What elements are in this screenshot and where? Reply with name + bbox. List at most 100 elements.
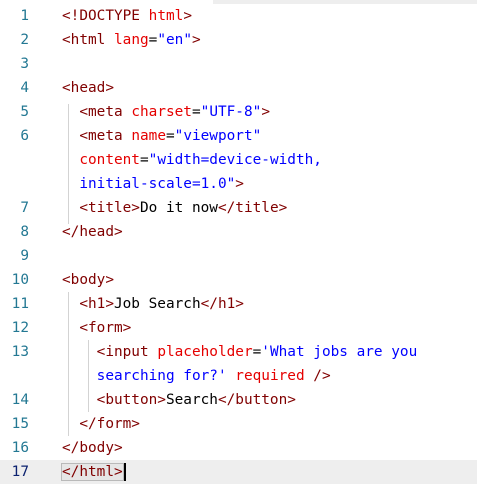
code-line[interactable]: initial-scale=1.0">: [0, 172, 477, 196]
code-token: DOCTYPE: [79, 8, 140, 24]
line-number: 5: [20, 104, 29, 120]
code-token: =: [252, 344, 262, 360]
code-token: initial-scale=1.0": [79, 176, 236, 192]
code-token: Search: [165, 392, 218, 408]
line-number: 6: [20, 128, 29, 144]
code-token: <meta: [79, 104, 123, 120]
code-text[interactable]: <meta charset="UTF-8">: [62, 100, 270, 124]
code-text[interactable]: <h1>Job Search</h1>: [62, 292, 244, 316]
code-token: >: [261, 104, 270, 120]
text-cursor: [123, 463, 126, 481]
code-token: lang: [114, 32, 149, 48]
code-text[interactable]: <html lang="en">: [62, 28, 201, 52]
code-line[interactable]: 6 <meta name="viewport": [0, 124, 477, 148]
code-line[interactable]: 9: [0, 244, 477, 268]
code-line[interactable]: 11 <h1>Job Search</h1>: [0, 292, 477, 316]
code-text[interactable]: </body>: [62, 436, 123, 460]
code-line[interactable]: 12 <form>: [0, 316, 477, 340]
line-number: 12: [11, 320, 29, 336]
code-token: </button>: [217, 392, 296, 408]
code-text[interactable]: <meta name="viewport": [62, 124, 261, 148]
code-line[interactable]: 10 <body>: [0, 268, 477, 292]
code-text[interactable]: searching for?' required />: [62, 364, 331, 388]
code-line[interactable]: 4<head>: [0, 76, 477, 100]
code-text[interactable]: <!DOCTYPE html>: [62, 4, 192, 28]
code-token: "UTF-8": [200, 104, 262, 120]
code-token: <!: [62, 8, 80, 24]
code-line[interactable]: searching for?' required />: [0, 364, 477, 388]
code-token: name: [131, 128, 166, 144]
code-line[interactable]: 14 <button>Search</button>: [0, 388, 477, 412]
code-token: </title>: [217, 200, 288, 216]
code-line[interactable]: 3: [0, 52, 477, 76]
code-token: [62, 104, 79, 120]
code-line[interactable]: 15 </form>: [0, 412, 477, 436]
code-line[interactable]: 13 <input placeholder='What jobs are you: [0, 340, 477, 364]
code-token: [62, 296, 79, 312]
indent-guide-body: [68, 292, 69, 436]
code-token: >: [235, 176, 244, 192]
code-token: =: [139, 152, 149, 168]
code-token: =: [165, 128, 175, 144]
code-line[interactable]: content="width=device-width,: [0, 148, 477, 172]
line-number: 7: [20, 200, 29, 216]
line-number: 2: [20, 32, 29, 48]
code-line[interactable]: 5 <meta charset="UTF-8">: [0, 100, 477, 124]
code-token: content: [79, 152, 140, 168]
code-line[interactable]: 17</html>: [0, 460, 477, 484]
code-token: <html: [62, 32, 106, 48]
code-text[interactable]: </head>: [62, 220, 123, 244]
code-token: Do it now: [139, 200, 218, 216]
line-number: 8: [20, 224, 29, 240]
line-number: 14: [11, 392, 29, 408]
line-number: 9: [20, 248, 29, 264]
code-token: html: [148, 8, 184, 24]
code-text[interactable]: <button>Search</button>: [62, 388, 296, 412]
code-token: "en": [157, 32, 192, 48]
code-text[interactable]: <form>: [62, 316, 131, 340]
code-line[interactable]: 2 <html lang="en">: [0, 28, 477, 52]
code-text[interactable]: <title>Do it now</title>: [62, 196, 287, 220]
code-line[interactable]: 1<!DOCTYPE html>: [0, 4, 477, 28]
code-token: />: [313, 368, 331, 384]
code-token: <button>: [96, 392, 166, 408]
code-text[interactable]: initial-scale=1.0">: [62, 172, 244, 196]
code-token: </form>: [79, 416, 140, 432]
code-token: searching for?': [96, 368, 227, 384]
code-line[interactable]: 7 <title>Do it now</title>: [0, 196, 477, 220]
code-text[interactable]: </html>: [61, 460, 126, 484]
code-text[interactable]: <body>: [62, 268, 114, 292]
code-line[interactable]: 16</body>: [0, 436, 477, 460]
code-line[interactable]: 8 </head>: [0, 220, 477, 244]
code-token: "viewport": [174, 128, 262, 144]
line-number: 11: [11, 296, 29, 312]
code-token: [62, 416, 79, 432]
code-token: <body>: [62, 272, 114, 288]
code-token: [62, 128, 79, 144]
code-token: Job Search: [113, 296, 201, 312]
code-token: <meta: [79, 128, 123, 144]
code-token: [62, 152, 79, 168]
line-number: 10: [11, 272, 29, 288]
code-token: [62, 176, 79, 192]
code-token: [105, 32, 114, 48]
code-token: =: [191, 104, 201, 120]
line-number: 13: [11, 344, 29, 360]
code-token: <form>: [79, 320, 132, 336]
code-text[interactable]: content="width=device-width,: [62, 148, 322, 172]
line-number: 15: [11, 416, 29, 432]
line-number: 3: [20, 56, 29, 72]
code-token: placeholder: [157, 344, 253, 360]
code-token: 'What jobs are you: [261, 344, 418, 360]
code-token: <title>: [79, 200, 140, 216]
code-token: <h1>: [79, 296, 114, 312]
code-token: >: [191, 32, 201, 48]
code-token: </body>: [62, 440, 123, 456]
code-token: [62, 200, 79, 216]
code-text[interactable]: <head>: [62, 76, 114, 100]
code-token: <input: [96, 344, 149, 360]
code-text[interactable]: <input placeholder='What jobs are you: [62, 340, 418, 364]
code-token: "width=device-width,: [148, 152, 322, 168]
code-text[interactable]: </form>: [62, 412, 140, 436]
